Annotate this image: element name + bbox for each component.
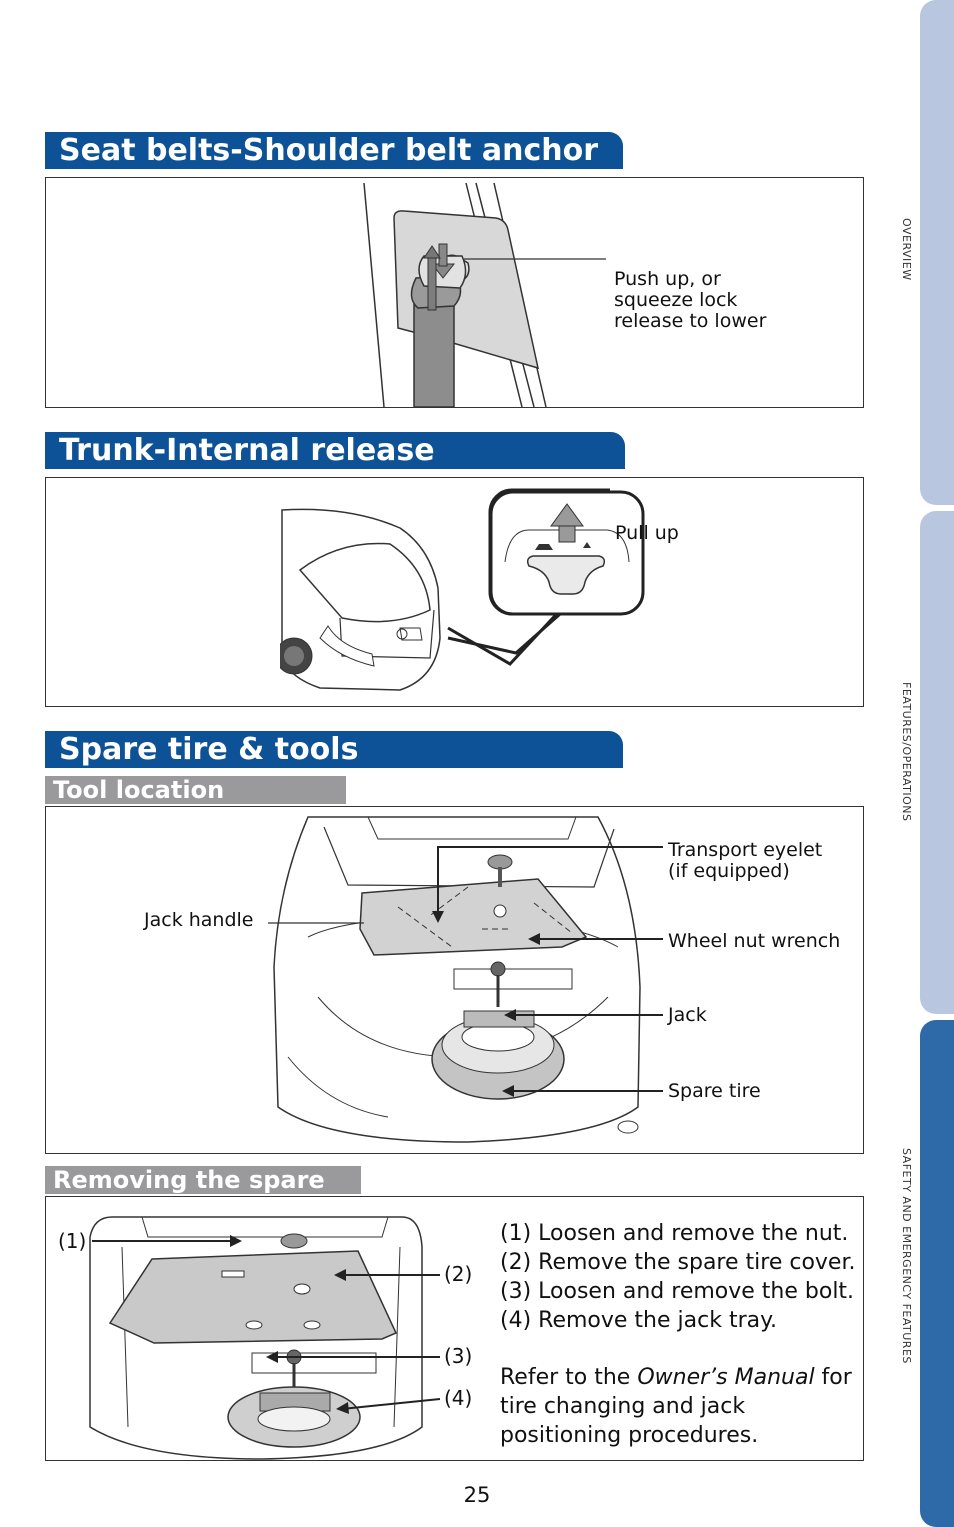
seatbelt-anchor-illustration <box>363 182 606 407</box>
side-tab-safety[interactable] <box>920 1020 954 1527</box>
step-4: (4) Remove the jack tray. <box>500 1308 777 1333</box>
note-suffix: for <box>814 1365 852 1390</box>
side-tab-label-safety: SAFETY AND EMERGENCY FEATURES <box>900 1148 913 1364</box>
side-tab-label-overview: OVERVIEW <box>900 218 913 281</box>
marker-3: (3) <box>444 1344 473 1368</box>
step-1: (1) Loosen and remove the nut. <box>500 1221 849 1246</box>
label-transport-eyelet: Transport eyelet (if equipped) <box>668 839 823 882</box>
side-tab-label-features: FEATURES/OPERATIONS <box>900 682 913 822</box>
label-jack-handle: Jack handle <box>144 909 254 931</box>
note-line-3: positioning procedures. <box>500 1423 759 1448</box>
section-title-spare: Spare tire & tools <box>45 731 623 768</box>
subheading-tool-location: Tool location <box>45 776 346 804</box>
tool-location-illustration <box>273 816 641 1143</box>
label-spare-tire: Spare tire <box>668 1080 761 1102</box>
note-prefix: Refer to the <box>500 1365 638 1390</box>
step-2: (2) Remove the spare tire cover. <box>500 1250 856 1275</box>
page-number: 25 <box>463 1483 491 1507</box>
marker-1: (1) <box>58 1229 87 1253</box>
label-wheel-nut-wrench: Wheel nut wrench <box>668 930 841 952</box>
removal-steps: (1) Loosen and remove the nut. (2) Remov… <box>500 1219 855 1335</box>
trunk-release-lever-closeup <box>489 490 645 616</box>
panel-tool-location: Jack handle Transport eyelet (if equippe… <box>45 806 864 1154</box>
note-line-1: Refer to the Owner’s Manual for <box>500 1363 852 1392</box>
subheading-removing-spare: Removing the spare tire <box>45 1166 361 1222</box>
callout-seatbelt: Push up, or squeeze lock release to lowe… <box>614 268 767 332</box>
section-title-trunk: Trunk-Internal release <box>45 432 625 469</box>
note-emphasis: Owner’s Manual <box>637 1365 815 1390</box>
panel-seatbelt: Push up, or squeeze lock release to lowe… <box>45 177 864 408</box>
callout-trunk: Pull up <box>615 522 679 544</box>
tool-location-leaders <box>268 846 663 1097</box>
marker-4: (4) <box>444 1386 473 1410</box>
removing-spare-leaders <box>92 1235 441 1414</box>
panel-trunk: Pull up <box>45 477 864 707</box>
side-tab-overview[interactable] <box>920 0 954 505</box>
label-jack: Jack <box>668 1004 707 1026</box>
panel-removing-spare: (1) (2) (3) (4) (1) Loosen and remove th… <box>45 1196 864 1461</box>
marker-2: (2) <box>444 1262 473 1286</box>
side-tab-features[interactable] <box>920 511 954 1014</box>
section-title-seatbelt: Seat belts-Shoulder belt anchor <box>45 132 623 169</box>
owners-manual-note: Refer to the Owner’s Manual for tire cha… <box>500 1363 852 1450</box>
step-3: (3) Loosen and remove the bolt. <box>500 1279 855 1304</box>
note-line-2: tire changing and jack <box>500 1394 746 1419</box>
